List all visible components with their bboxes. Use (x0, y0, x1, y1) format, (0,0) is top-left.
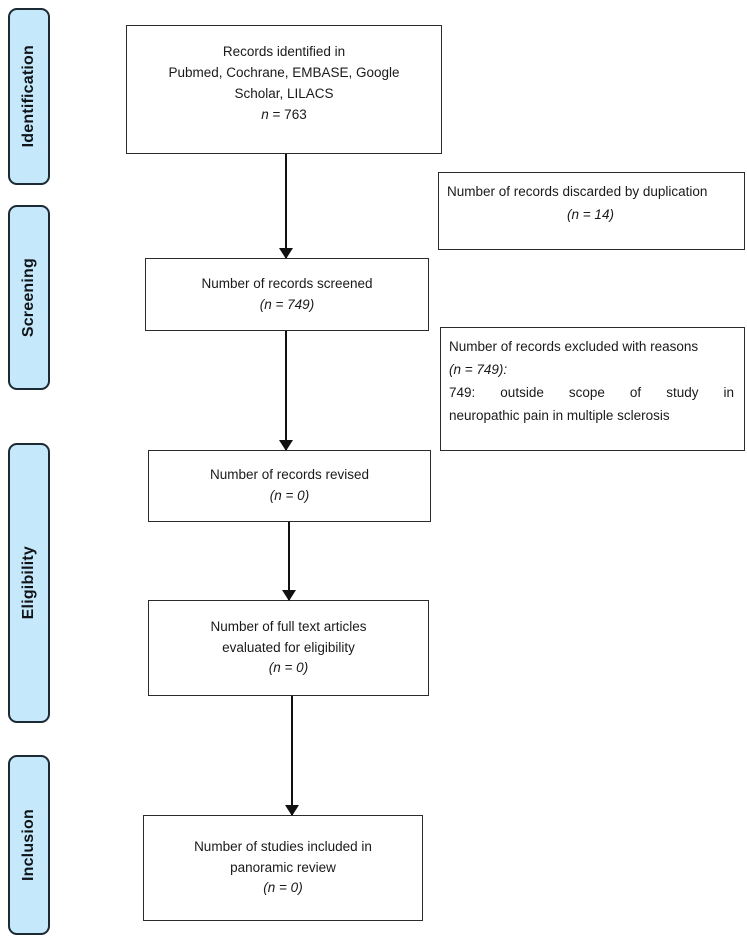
arrow-revised-to-fulltext (288, 522, 290, 600)
studies-included-line-1: Number of studies included in (194, 838, 372, 854)
records-screened-count: (n = 749) (259, 296, 315, 312)
stage-pill-screening: Screening (8, 205, 50, 390)
stage-label-identification: Identification (20, 45, 37, 148)
duplicates-count: (n = 14) (567, 206, 614, 222)
records-identified-line-3: Scholar, LILACS (234, 85, 334, 101)
full-text-line-2: evaluated for eligibility (222, 639, 355, 655)
studies-included-count: (n = 0) (263, 880, 303, 896)
flow-box-records-identified: Records identified in Pubmed, Cochrane, … (126, 25, 442, 154)
flow-box-studies-included: Number of studies included in panoramic … (143, 815, 423, 921)
stage-label-eligibility: Eligibility (20, 546, 37, 620)
n-symbol: n (261, 106, 269, 122)
records-revised-label: Number of records revised (209, 467, 370, 483)
stage-label-inclusion: Inclusion (20, 808, 37, 882)
stage-pill-inclusion: Inclusion (8, 755, 50, 935)
studies-included-line-2: panoramic review (230, 859, 336, 875)
stage-pill-identification: Identification (8, 8, 50, 185)
stage-pill-eligibility: Eligibility (8, 443, 50, 723)
stage-label-screening: Screening (20, 257, 37, 338)
records-identified-count-value: = 763 (272, 106, 307, 122)
arrow-screened-to-revised (285, 331, 287, 450)
excluded-reason-line-1: 749: outside scope of study in (449, 384, 734, 400)
duplicates-label: Number of records discarded by duplicati… (447, 184, 708, 199)
arrow-identified-to-screened (285, 154, 287, 258)
full-text-count: (n = 0) (268, 660, 309, 676)
records-screened-label: Number of records screened (201, 275, 373, 291)
excluded-count: (n = 749): (449, 361, 508, 377)
records-identified-count: n = 763 (261, 105, 306, 126)
records-identified-line-2: Pubmed, Cochrane, EMBASE, Google (168, 64, 400, 80)
flow-box-records-revised: Number of records revised (n = 0) (148, 450, 431, 522)
side-box-records-discarded-duplication: Number of records discarded by duplicati… (438, 172, 745, 250)
full-text-line-1: Number of full text articles (210, 618, 367, 634)
arrow-fulltext-to-included (291, 696, 293, 815)
excluded-label: Number of records excluded with reasons (449, 339, 699, 354)
records-revised-count: (n = 0) (269, 488, 310, 503)
excluded-reason-line-2: neuropathic pain in multiple sclerosis (449, 407, 670, 423)
flow-box-full-text-articles: Number of full text articles evaluated f… (148, 600, 429, 696)
side-box-records-excluded-reasons: Number of records excluded with reasons … (440, 327, 745, 451)
flow-box-records-screened: Number of records screened (n = 749) (145, 258, 429, 331)
records-identified-line-1: Records identified in (222, 44, 346, 59)
